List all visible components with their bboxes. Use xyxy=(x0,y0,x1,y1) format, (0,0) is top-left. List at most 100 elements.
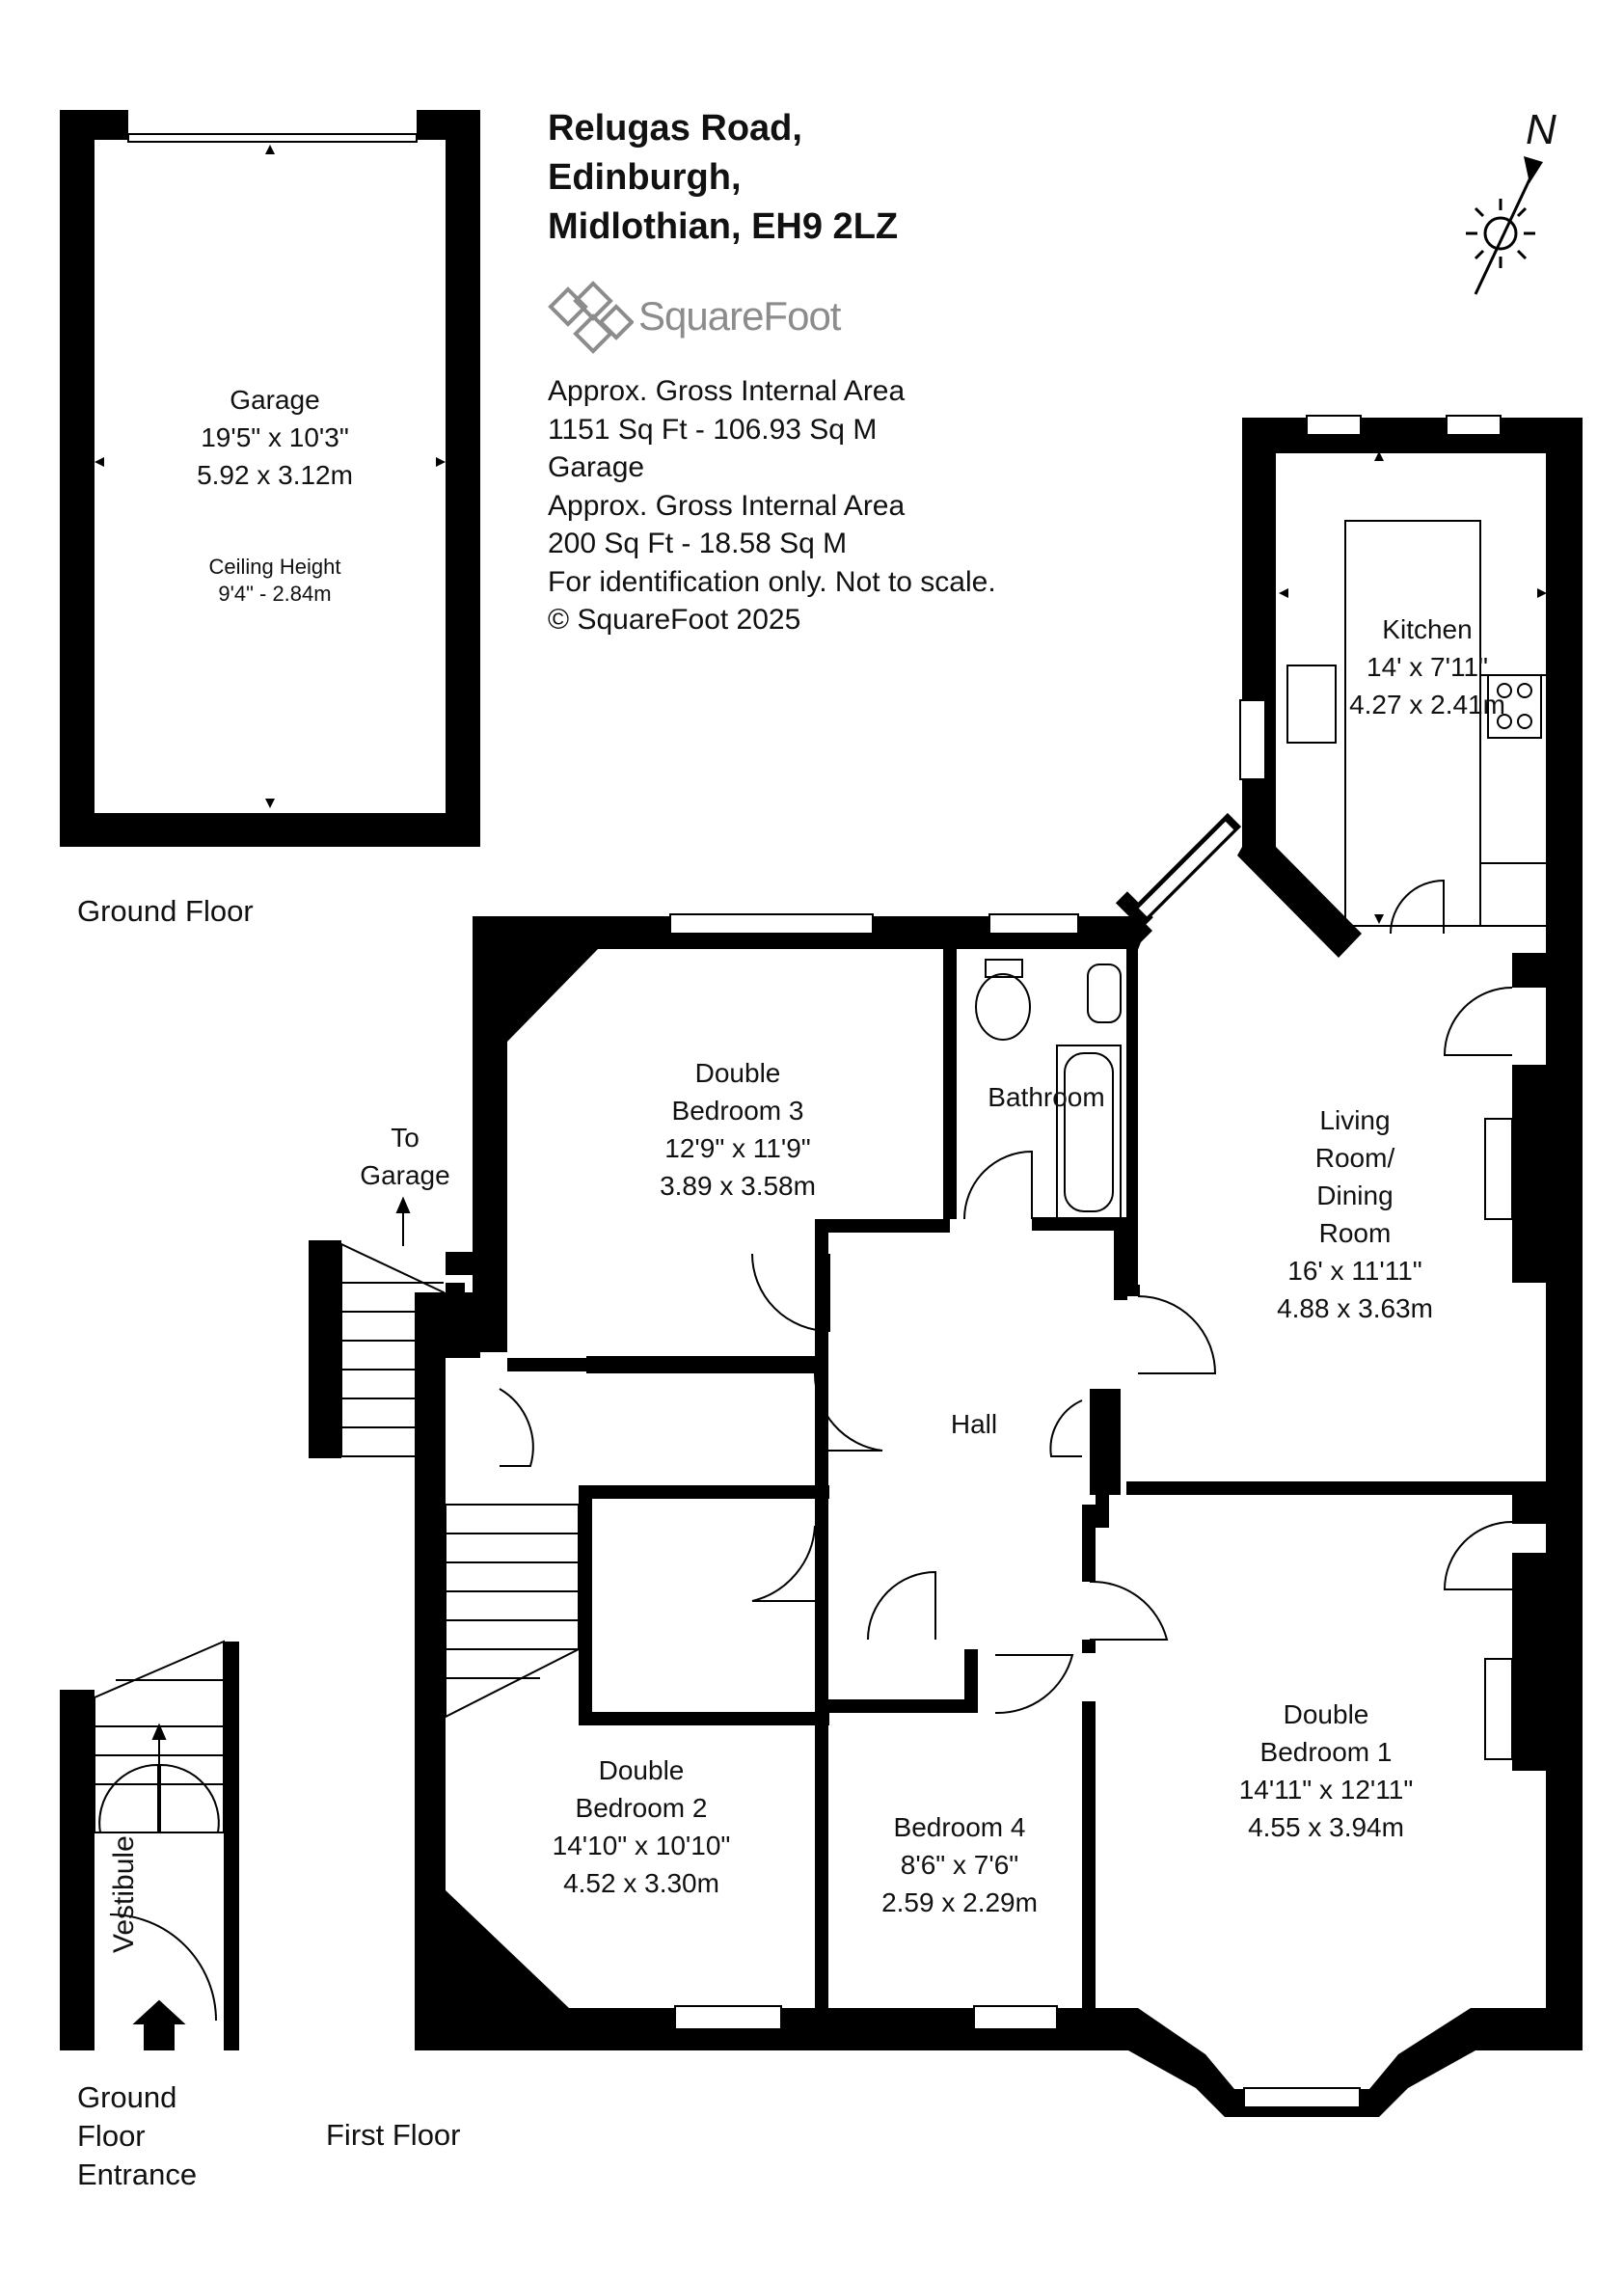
address-line-2: Edinburgh, xyxy=(548,157,742,198)
entrance-label: Ground Floor Entrance xyxy=(77,2078,197,2194)
area-line-5: 200 Sq Ft - 18.58 Sq M xyxy=(548,528,848,559)
doors xyxy=(98,879,1513,2022)
living-imperial: 16' x 11'11" xyxy=(1287,1256,1422,1286)
kitchen-window-2 xyxy=(1446,415,1502,436)
vestibule-left-wall xyxy=(60,1690,95,2050)
hall-name: Hall xyxy=(950,1409,998,1439)
address-line-3: Midlothian, EH9 2LZ xyxy=(548,206,899,247)
garage-door xyxy=(127,133,418,143)
bedroom4-name: Bedroom 4 xyxy=(893,1812,1026,1842)
area-line-6: For identification only. Not to scale. xyxy=(548,565,996,598)
upper-stair xyxy=(340,1242,445,1457)
area-line-3: Garage xyxy=(548,451,645,483)
bedroom2-top-wall xyxy=(579,1712,829,1725)
bay-window-center xyxy=(1243,2087,1361,2108)
bathroom-right-stub xyxy=(1114,1217,1127,1300)
entrance-line-3: Entrance xyxy=(77,2158,198,2191)
living-name-1: Living xyxy=(1319,1105,1391,1135)
bedroom1-name-2: Bedroom 1 xyxy=(1259,1737,1393,1767)
cupboard-wall xyxy=(964,1649,978,1713)
first-floor-label: First Floor xyxy=(326,2118,461,2152)
stair-right-wall xyxy=(579,1485,592,1722)
kitchen-walls xyxy=(1237,418,1583,1505)
bedroom1-metric: 4.55 x 3.94m xyxy=(1248,1812,1404,1842)
hall-bedroom1-wall xyxy=(1082,1505,1096,1582)
bedroom2-left-wall xyxy=(415,1495,446,2050)
bedroom1-top-join xyxy=(1096,1495,1109,1528)
bedroom2-bedroom4-wall xyxy=(815,1697,828,2006)
bedroom3-corner xyxy=(507,949,598,1042)
area-line-4: Approx. Gross Internal Area xyxy=(548,489,906,522)
property-address: Relugas Road, Edinburgh, Midlothian, EH9… xyxy=(548,104,898,252)
dimension-ticks xyxy=(95,145,1547,924)
bedroom2-name-1: Double xyxy=(598,1755,685,1785)
living-metric: 4.88 x 3.63m xyxy=(1277,1293,1433,1323)
living-left-wall xyxy=(1126,934,1138,1296)
kitchen-hob xyxy=(1487,674,1542,739)
garage-ceiling: Ceiling Height 9'4" - 2.84m xyxy=(174,554,376,608)
to-garage-line-1: To xyxy=(391,1123,420,1153)
bedroom1-fireplace xyxy=(1484,1658,1513,1760)
toilet xyxy=(975,973,1031,1041)
area-line-7: © SquareFoot 2025 xyxy=(548,604,801,636)
room-garage: Garage 19'5" x 10'3" 5.92 x 3.12m xyxy=(174,381,376,494)
fireplaces xyxy=(1484,1118,1513,1760)
room-bathroom: Bathroom xyxy=(974,1078,1119,1116)
direction-arrows xyxy=(132,1196,411,2050)
room-bedroom-4: Bedroom 4 8'6" x 7'6" 2.59 x 2.29m xyxy=(849,1808,1070,1921)
kitchen-sink xyxy=(1286,665,1337,744)
outer-stair-wall xyxy=(309,1240,341,1458)
kitchen-name: Kitchen xyxy=(1382,614,1473,644)
lower-stair xyxy=(445,1504,580,1719)
bedroom1-imperial: 14'11" x 12'11" xyxy=(1238,1775,1414,1805)
room-bedroom-1: Double Bedroom 1 14'11" x 12'11" 4.55 x … xyxy=(1205,1696,1447,1846)
basin xyxy=(1087,964,1122,1023)
bedroom2-window xyxy=(674,2005,782,2030)
compass-sun-icon: N xyxy=(1447,106,1562,304)
ground-floor-label: Ground Floor xyxy=(77,894,254,928)
kitchen-side-window xyxy=(1239,699,1266,780)
garage-ceiling-value: 9'4" - 2.84m xyxy=(218,582,332,606)
address-line-1: Relugas Road, xyxy=(548,108,802,149)
room-vestibule: Vestibule xyxy=(108,1835,140,1953)
bedroom3-imperial: 12'9" x 11'9" xyxy=(664,1133,811,1163)
bathroom-left-wall xyxy=(943,949,957,1219)
living-diag-window xyxy=(1138,821,1234,917)
bedroom2-corner xyxy=(446,1890,569,2008)
bedroom2-name-2: Bedroom 2 xyxy=(575,1793,708,1823)
bedroom4-top-wall xyxy=(815,1699,969,1713)
living-name-2: Room/ xyxy=(1314,1143,1395,1173)
brand-name: SquareFoot xyxy=(638,293,841,339)
landing-top-wall xyxy=(586,1356,827,1373)
kitchen-metric: 4.27 x 2.41m xyxy=(1349,690,1505,719)
living-bedroom1-wall xyxy=(1126,1481,1570,1495)
vestibule-stair xyxy=(94,1640,225,1833)
bathroom-window xyxy=(988,913,1079,935)
living-chimney xyxy=(1512,1065,1551,1283)
bathroom-name: Bathroom xyxy=(988,1082,1105,1112)
living-corner xyxy=(1512,953,1546,988)
bedroom3-name-1: Double xyxy=(694,1058,781,1088)
bedroom2-metric: 4.52 x 3.30m xyxy=(563,1868,719,1898)
hall-bedroom1-stub xyxy=(1082,1640,1096,1653)
garage-metric: 5.92 x 3.12m xyxy=(197,460,353,490)
stair-top-wall xyxy=(446,1252,501,1275)
garage-imperial: 19'5" x 10'3" xyxy=(201,422,349,452)
kitchen-window-1 xyxy=(1306,415,1362,436)
bath xyxy=(1056,1045,1122,1220)
hall-cupboard xyxy=(1090,1389,1121,1495)
kitchen-worktop xyxy=(1344,520,1481,927)
to-garage-label: To Garage xyxy=(342,1119,468,1194)
bedroom4-bedroom1-wall xyxy=(1082,1701,1096,2010)
bedroom4-metric: 2.59 x 2.29m xyxy=(881,1887,1038,1917)
area-notes: Approx. Gross Internal Area 1151 Sq Ft -… xyxy=(548,372,996,639)
bay-walls xyxy=(1107,2008,1583,2117)
stair-left-wall xyxy=(415,1292,446,1495)
bedroom3-window xyxy=(669,913,874,935)
garage-name: Garage xyxy=(230,385,320,415)
bedroom3-metric: 3.89 x 3.58m xyxy=(660,1171,816,1201)
stair-landing-block xyxy=(444,1292,480,1358)
windows xyxy=(127,133,1502,2108)
bedroom3-name-2: Bedroom 3 xyxy=(671,1096,804,1126)
area-line-2: 1151 Sq Ft - 106.93 Sq M xyxy=(548,413,878,446)
